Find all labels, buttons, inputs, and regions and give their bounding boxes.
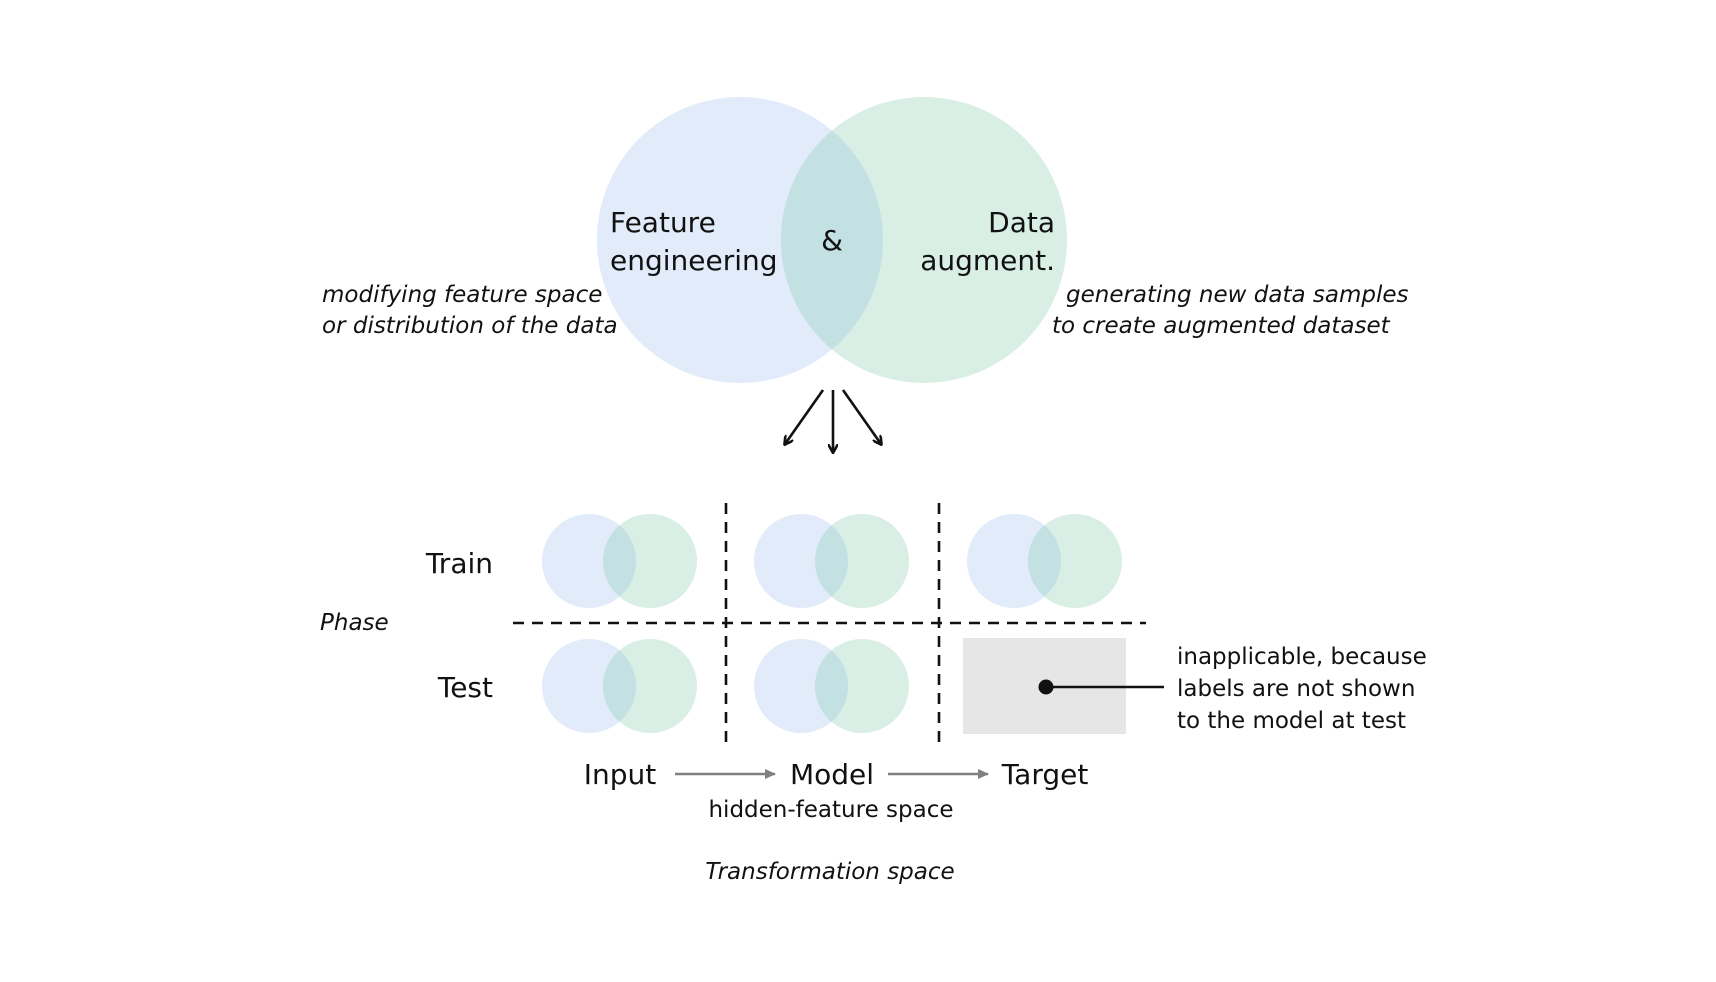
venn-overlap-region: [781, 97, 883, 383]
row-label-train: Train: [425, 547, 493, 580]
data-augmentation-label-line1: Data: [988, 206, 1055, 239]
main-venn-diagram: Feature engineering & Data augment. modi…: [322, 97, 1409, 383]
inapplicable-note-line1: inapplicable, because: [1177, 644, 1427, 670]
data-augmentation-description-line2: to create augmented dataset: [1052, 313, 1391, 339]
mini-venn-train-input: [542, 514, 697, 608]
data-augmentation-description-line1: generating new data samples: [1066, 282, 1409, 308]
transformation-axis-label: Transformation space: [705, 859, 954, 885]
mini-overlap-region: [603, 514, 636, 608]
mini-venn-train-target: [967, 514, 1122, 608]
feature-engineering-label-line1: Feature: [610, 206, 716, 239]
mini-overlap-region: [603, 639, 636, 733]
inapplicable-note-line2: labels are not shown: [1177, 676, 1415, 702]
mini-venn-test-model: [754, 639, 909, 733]
column-label-input: Input: [584, 758, 657, 791]
column-label-target: Target: [1001, 758, 1089, 791]
venn-center-ampersand: &: [821, 224, 843, 257]
feature-engineering-description-line1: modifying feature space: [322, 282, 602, 308]
mini-venn-test-input: [542, 639, 697, 733]
grid-dividers: [513, 503, 1146, 746]
inapplicable-note-line3: to the model at test: [1177, 708, 1406, 734]
row-label-test: Test: [437, 671, 493, 704]
inapplicable-cell: inapplicable, because labels are not sho…: [963, 638, 1427, 734]
feature-engineering-label-line2: engineering: [610, 244, 778, 277]
mini-overlap-region: [815, 514, 848, 608]
column-label-model: Model: [790, 758, 874, 791]
model-sublabel: hidden-feature space: [708, 797, 953, 823]
arrow-down-left-icon: [785, 389, 825, 444]
mini-venn-train-model: [754, 514, 909, 608]
phase-transformation-grid: [542, 514, 1122, 733]
phase-axis-label: Phase: [320, 610, 389, 636]
split-arrows: [785, 389, 881, 452]
mini-overlap-region: [815, 639, 848, 733]
feature-engineering-description-line2: or distribution of the data: [322, 313, 618, 339]
arrow-down-right-icon: [841, 389, 881, 444]
mini-overlap-region: [1028, 514, 1061, 608]
data-augmentation-label-line2: augment.: [920, 244, 1055, 277]
